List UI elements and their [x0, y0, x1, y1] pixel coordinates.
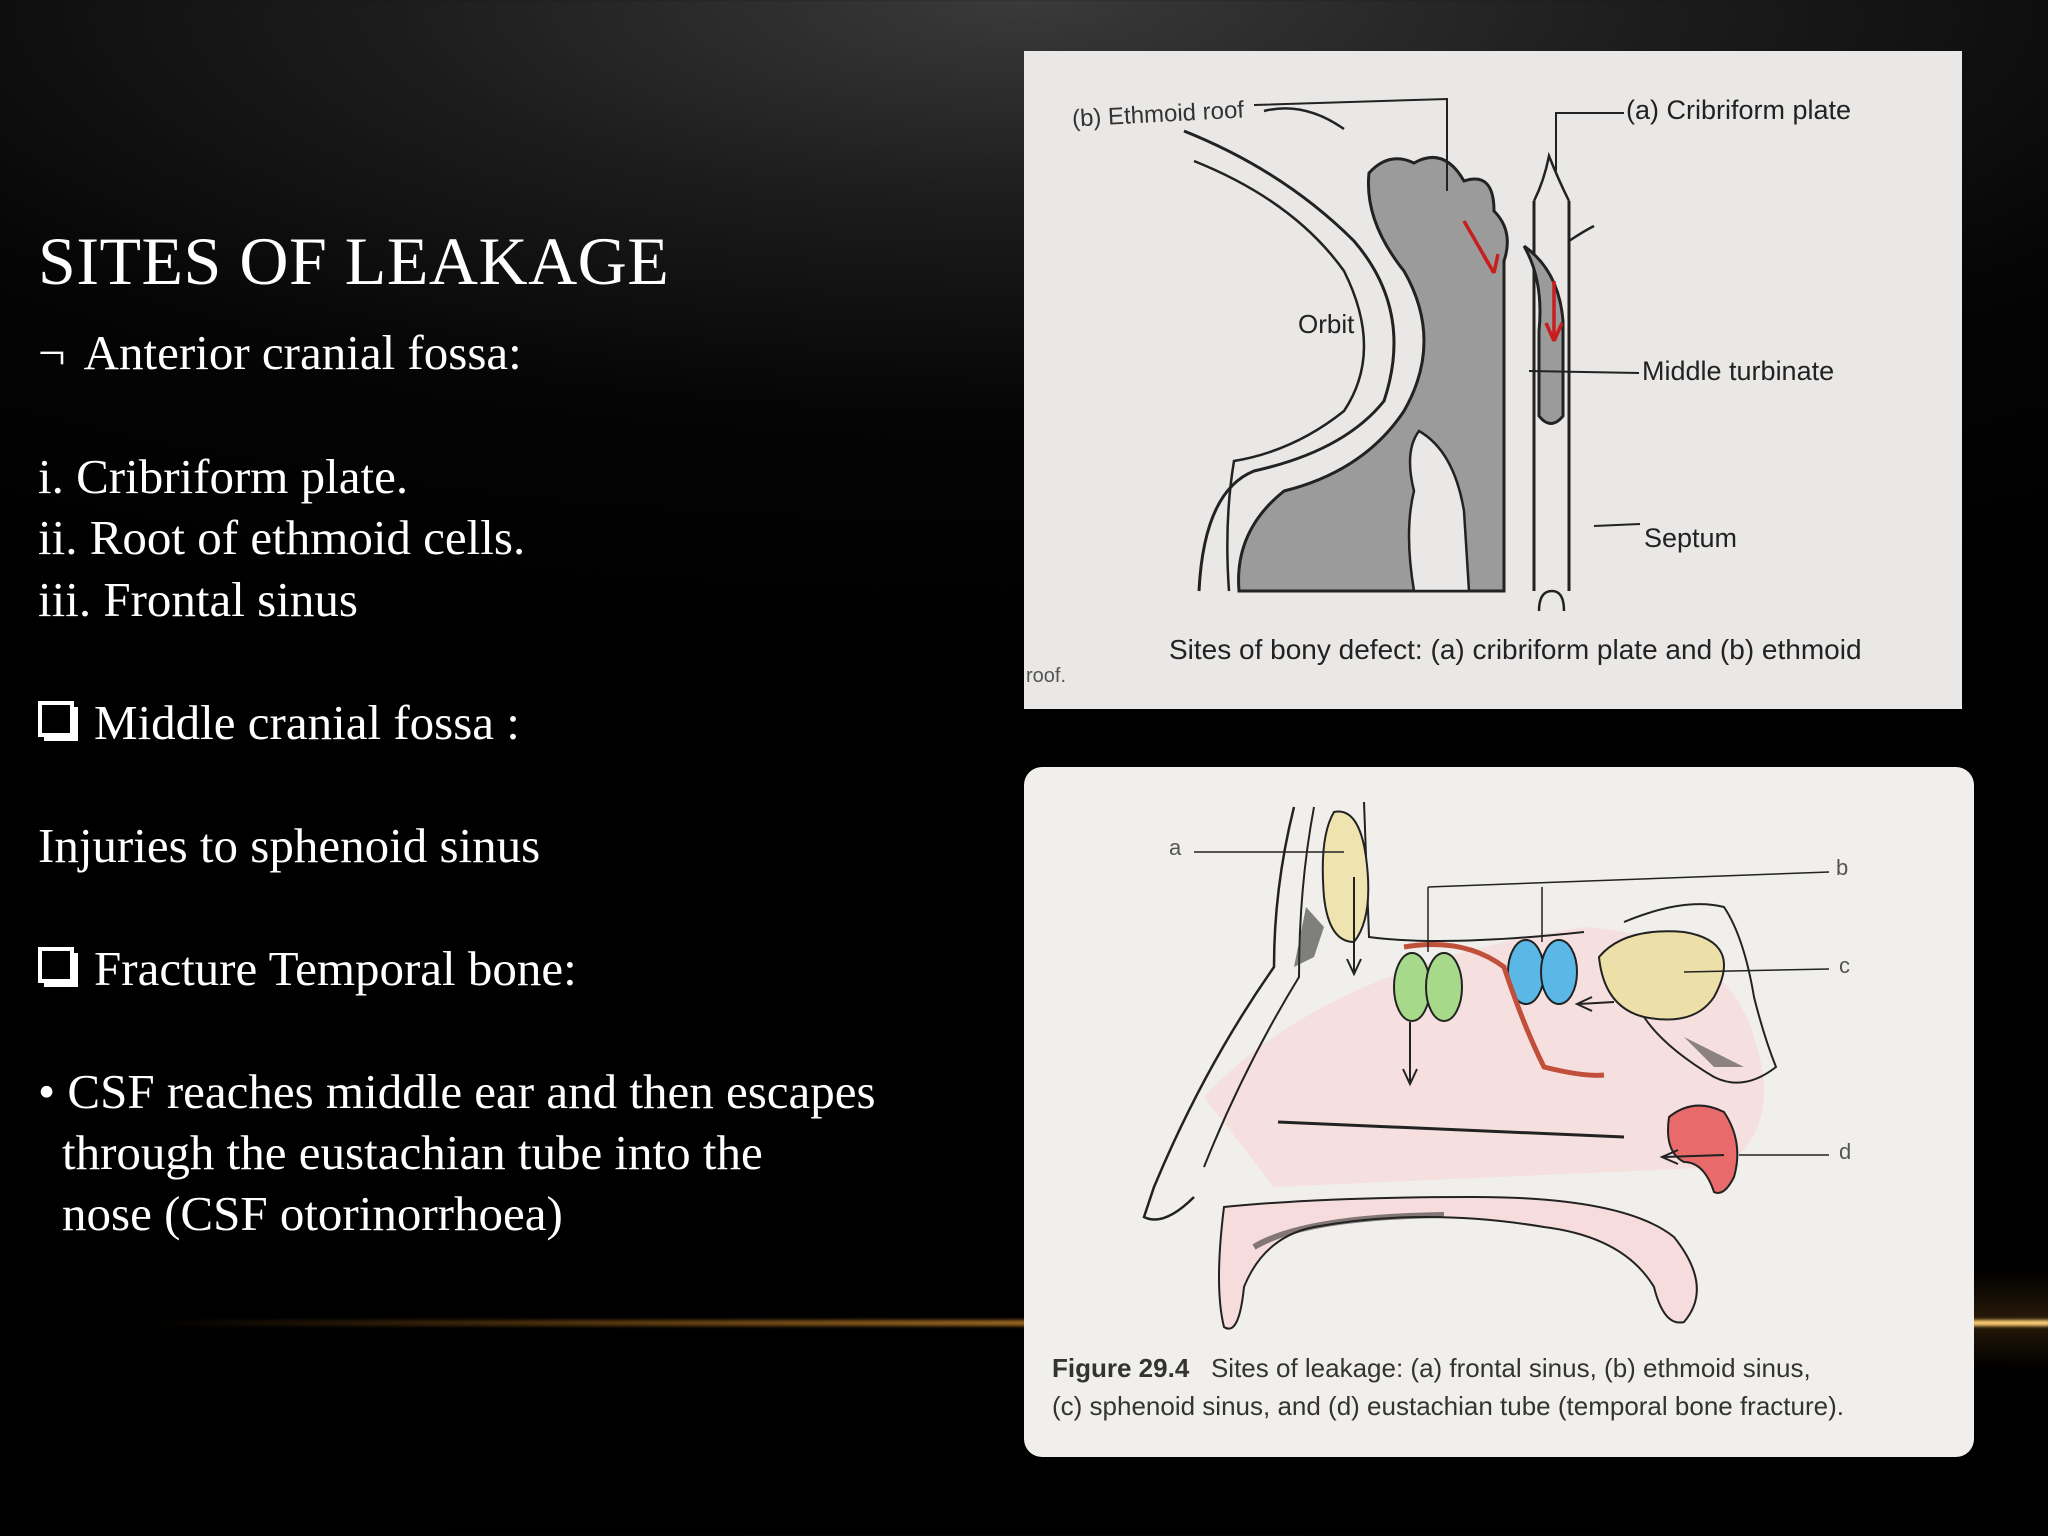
checkbox-bullet-icon	[38, 947, 74, 983]
label-orbit: Orbit	[1298, 309, 1355, 339]
list-item: ii. Root of ethmoid cells.	[38, 510, 526, 565]
figure-bony-defect: (b) Ethmoid roof (a) Cribriform plate Or…	[1024, 51, 1962, 709]
figure-sites-of-leakage-drawing	[1142, 801, 1830, 1330]
temporal-item-text: nose (CSF otorinorrhoea)	[62, 1186, 563, 1241]
figure-sites-of-leakage: a b c d Figure 29.4 Sites of leakage: (a…	[1024, 767, 1974, 1457]
temporal-item-text: through the eustachian tube into the	[62, 1125, 763, 1180]
label-cribriform-plate: (a) Cribriform plate	[1626, 95, 1852, 125]
dot-bullet-icon: •	[38, 1064, 56, 1119]
label-septum: Septum	[1644, 523, 1738, 553]
label-middle-turbinate: Middle turbinate	[1642, 356, 1835, 386]
figure1-caption: Sites of bony defect: (a) cribriform pla…	[1169, 634, 1862, 665]
temporal-heading: Fracture Temporal bone:	[94, 941, 577, 996]
label-d: d	[1839, 1139, 1852, 1164]
anterior-heading-line: ¬ Anterior cranial fossa:	[38, 322, 522, 383]
list-item: iii. Frontal sinus	[38, 572, 358, 627]
label-c: c	[1839, 953, 1850, 978]
figure2-caption-number: Figure 29.4	[1052, 1353, 1190, 1383]
list-item: i. Cribriform plate.	[38, 449, 409, 504]
label-a: a	[1169, 835, 1182, 860]
temporal-item-line: • CSF reaches middle ear and then escape…	[38, 1061, 876, 1122]
middle-heading: Middle cranial fossa :	[94, 695, 520, 750]
label-b: b	[1836, 855, 1849, 880]
list-item: Injuries to sphenoid sinus	[38, 818, 541, 873]
corner-bullet-icon: ¬	[38, 325, 66, 380]
middle-heading-line: Middle cranial fossa :	[38, 692, 520, 753]
anterior-heading: Anterior cranial fossa:	[83, 325, 522, 380]
slide-title: SITES OF LEAKAGE	[38, 222, 670, 299]
figure2-caption-text: Sites of leakage: (a) frontal sinus, (b)…	[1210, 1353, 1811, 1383]
figure2-caption-line2: (c) sphenoid sinus, and (d) eustachian t…	[1052, 1391, 1844, 1421]
checkbox-bullet-icon	[38, 701, 74, 737]
temporal-heading-line: Fracture Temporal bone:	[38, 938, 577, 999]
figure-bony-defect-drawing	[1183, 97, 1641, 612]
temporal-item-text: CSF reaches middle ear and then escapes	[67, 1064, 876, 1119]
figure2-caption-line1: Figure 29.4 Sites of leakage: (a) fronta…	[1052, 1353, 1811, 1384]
figure1-caption-cont: roof.	[1026, 665, 1067, 687]
